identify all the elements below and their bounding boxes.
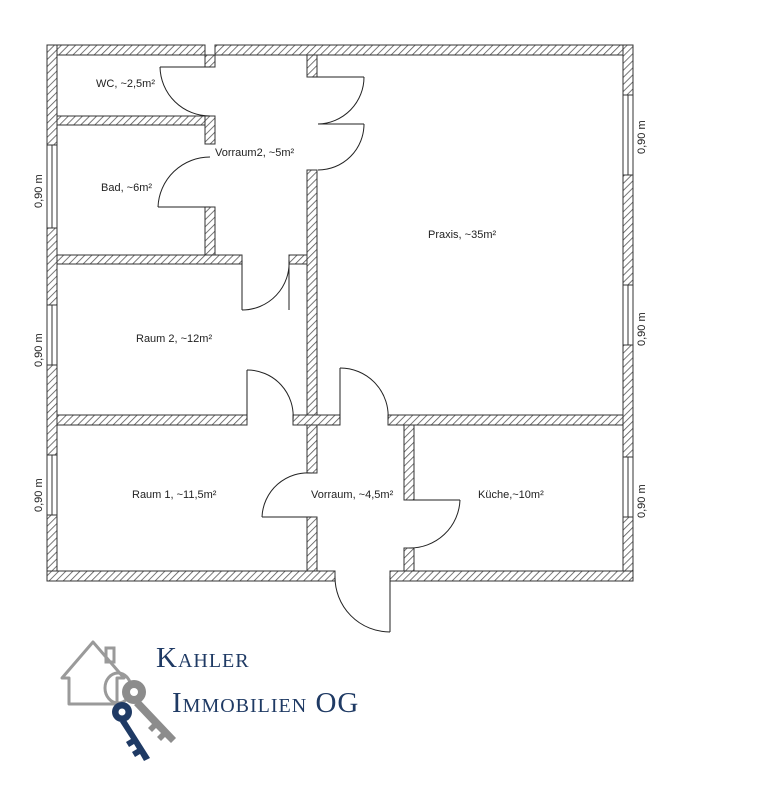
room-label-praxis: Praxis, ~35m² <box>428 229 496 241</box>
outer-wall-left <box>46 227 58 306</box>
walls <box>46 44 634 582</box>
interior-wall <box>56 115 216 126</box>
window-dimension-left-mid: 0,90 m <box>33 333 45 367</box>
door-praxis-bottom <box>339 367 389 421</box>
interior-wall <box>306 169 318 421</box>
interior-wall <box>403 547 415 572</box>
outer-wall-right <box>622 344 634 458</box>
outer-wall-left <box>46 364 58 456</box>
chimney <box>104 646 116 664</box>
interior-wall <box>56 254 243 265</box>
door-bad <box>157 156 211 208</box>
interior-wall <box>306 54 318 78</box>
window-dimension-right-top: 0,90 m <box>636 120 648 154</box>
interior-wall <box>306 424 318 474</box>
room-label-kueche: Küche,~10m² <box>478 489 544 501</box>
window-dimension-right-mid: 0,90 m <box>636 312 648 346</box>
blue-key-blade <box>120 720 150 761</box>
interior-wall <box>204 206 216 256</box>
interior-wall <box>204 54 216 68</box>
grey-key-blade <box>134 700 176 743</box>
window-dimension-right-bottom: 0,90 m <box>636 484 648 518</box>
windows <box>46 94 634 518</box>
window-left-bottom <box>46 454 58 516</box>
window-left-mid <box>46 304 58 366</box>
brand-name-line1: Kahler <box>156 642 250 674</box>
door-raum1 <box>261 472 313 518</box>
door-praxis-top <box>312 76 365 171</box>
room-label-raum1: Raum 1, ~11,5m² <box>132 489 217 501</box>
house-key-icon <box>60 640 176 761</box>
window-right-bottom <box>622 456 634 518</box>
window-dimension-left-top: 0,90 m <box>33 174 45 208</box>
door-kueche <box>408 499 461 549</box>
interior-wall <box>204 115 216 145</box>
outer-wall-left <box>46 44 58 146</box>
room-label-vorraum: Vorraum, ~4,5m² <box>311 489 394 501</box>
interior-wall <box>292 414 341 426</box>
outer-wall-bottom <box>389 570 634 582</box>
outer-wall-bottom <box>46 570 336 582</box>
room-label-vorraum2: Vorraum2, ~5m² <box>215 147 295 159</box>
doors <box>157 66 461 633</box>
door-wc <box>159 66 211 117</box>
outer-wall-right <box>622 174 634 286</box>
interior-wall <box>306 516 318 572</box>
door-entrance <box>334 575 391 633</box>
interior-wall <box>288 254 310 265</box>
window-left-top <box>46 144 58 229</box>
outer-wall-top <box>46 44 206 56</box>
room-label-wc: WC, ~2,5m² <box>96 78 155 90</box>
door-raum2-top <box>241 259 290 311</box>
house-outline <box>60 640 126 706</box>
door-raum2 <box>246 369 294 421</box>
room-label-bad: Bad, ~6m² <box>101 182 152 194</box>
interior-wall <box>403 424 415 501</box>
brand-name-line2: Immobilien OG <box>172 687 359 719</box>
interior-wall <box>387 414 624 426</box>
window-right-top <box>622 94 634 176</box>
outer-wall-right <box>622 44 634 96</box>
window-dimension-left-bottom: 0,90 m <box>33 478 45 512</box>
interior-wall <box>56 414 248 426</box>
outer-wall-top <box>214 44 634 56</box>
window-right-mid <box>622 284 634 346</box>
room-label-raum2: Raum 2, ~12m² <box>136 333 212 345</box>
